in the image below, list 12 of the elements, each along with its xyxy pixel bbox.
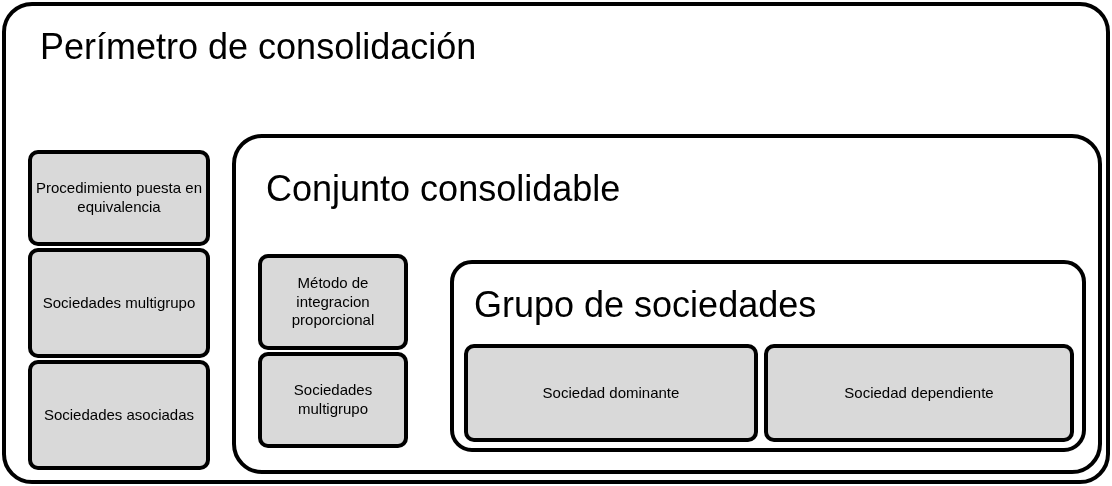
entity-box: Sociedades asociadas bbox=[28, 360, 210, 470]
entity-box: Sociedades multigrupo bbox=[258, 352, 408, 448]
entity-box: Método de integracion proporcional bbox=[258, 254, 408, 350]
entity-box: Sociedades multigrupo bbox=[28, 248, 210, 358]
entity-box: Sociedad dependiente bbox=[764, 344, 1074, 442]
entity-box: Procedimiento puesta en equivalencia bbox=[28, 150, 210, 246]
group-title: Perímetro de consolidación bbox=[40, 26, 477, 68]
group-title: Conjunto consolidable bbox=[266, 168, 621, 210]
group-box bbox=[232, 134, 1102, 474]
group-box bbox=[450, 260, 1086, 452]
group-title: Grupo de sociedades bbox=[474, 284, 817, 326]
entity-box: Sociedad dominante bbox=[464, 344, 758, 442]
